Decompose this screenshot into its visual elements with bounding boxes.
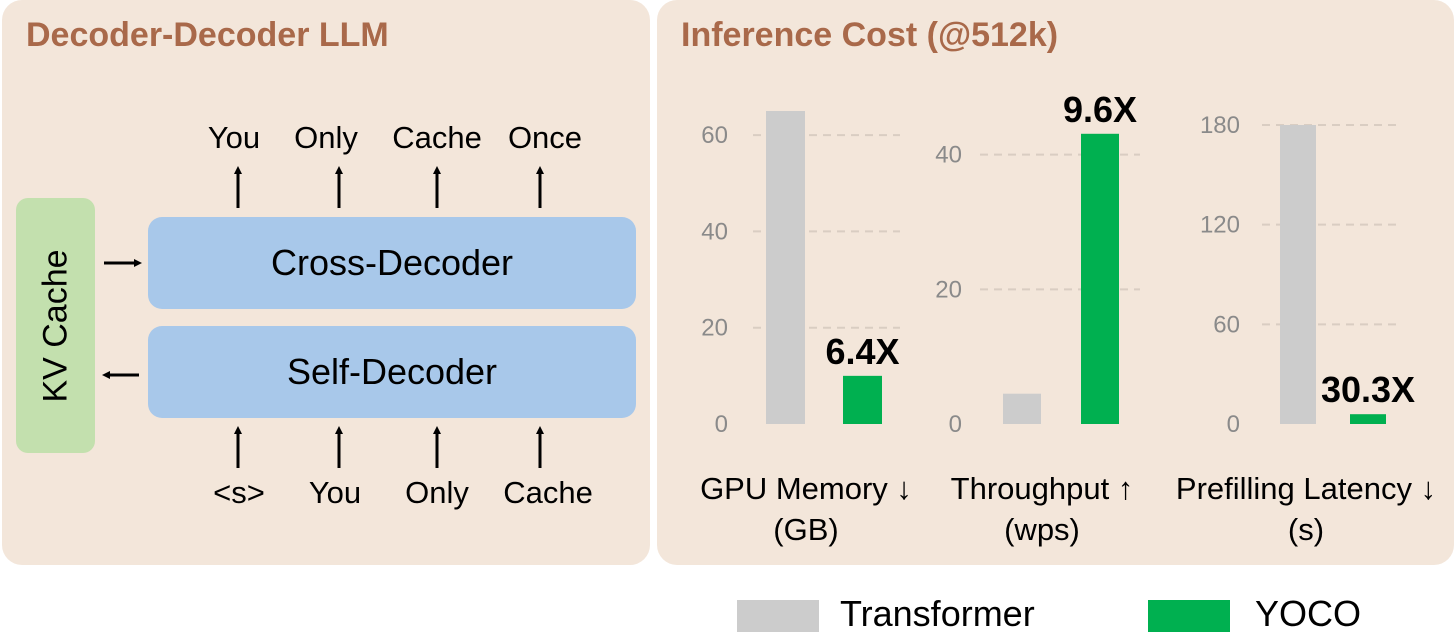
bar-transformer	[766, 111, 805, 424]
bar-transformer	[1280, 125, 1316, 424]
legend-label-yoco: YOCO	[1255, 593, 1362, 634]
speedup-annotation: 9.6X	[1063, 89, 1137, 130]
output-arrows	[234, 166, 544, 208]
bar-yoco	[1081, 133, 1119, 424]
bar-yoco	[843, 375, 882, 424]
self-decoder-block: Self-Decoder	[148, 326, 636, 418]
y-tick-label: 20	[701, 315, 728, 342]
y-tick-label: 60	[1213, 311, 1240, 338]
output-token: Cache	[392, 120, 482, 155]
y-tick-label: 0	[949, 411, 962, 438]
input-token: Cache	[503, 475, 593, 510]
cross-decoder-block: Cross-Decoder	[148, 217, 636, 309]
y-tick-label: 60	[701, 122, 728, 149]
x-axis-label: Throughput ↑	[951, 471, 1134, 506]
y-tick-label: 180	[1200, 112, 1240, 139]
y-tick-label: 120	[1200, 212, 1240, 239]
x-axis-unit: (wps)	[1004, 512, 1080, 547]
input-token: Only	[405, 475, 469, 510]
x-axis-unit: (GB)	[773, 512, 838, 547]
output-token: You	[207, 120, 261, 155]
bar-transformer	[1003, 393, 1041, 424]
y-tick-label: 40	[935, 142, 962, 169]
output-token: Once	[507, 120, 583, 155]
y-tick-label: 0	[1227, 411, 1240, 438]
input-token: <s>	[213, 475, 265, 510]
output-token: Only	[294, 120, 358, 155]
y-tick-label: 0	[715, 411, 728, 438]
bar-yoco	[1350, 414, 1386, 424]
x-axis-label: Prefilling Latency ↓	[1176, 471, 1436, 506]
y-tick-label: 40	[701, 218, 728, 245]
y-tick-label: 20	[935, 276, 962, 303]
legend-swatch-yoco	[1148, 600, 1230, 632]
inference-cost-title: Inference Cost (@512k)	[681, 16, 1059, 54]
speedup-annotation: 6.4X	[825, 331, 899, 372]
self-decoder-label: Self-Decoder	[286, 351, 498, 392]
architecture-title: Decoder-Decoder LLM	[26, 16, 389, 54]
input-arrows	[234, 426, 544, 468]
legend-label-transformer: Transformer	[840, 593, 1035, 634]
x-axis-unit: (s)	[1288, 512, 1324, 547]
speedup-annotation: 30.3X	[1321, 369, 1415, 410]
legend-swatch-transformer	[737, 600, 819, 632]
kv-cache-block: KV Cache	[16, 198, 95, 453]
x-axis-label: GPU Memory ↓	[700, 471, 912, 506]
cross-decoder-label: Cross-Decoder	[270, 242, 514, 283]
input-token: You	[308, 475, 362, 510]
